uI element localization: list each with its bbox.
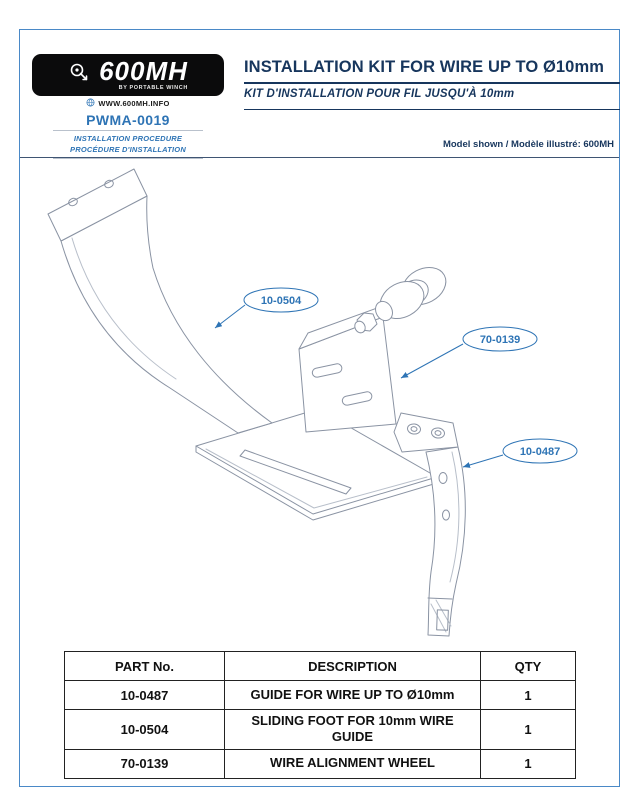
website-text: WWW.600MH.INFO: [98, 99, 170, 108]
procedure-label-fr: PROCÉDURE D'INSTALLATION: [70, 145, 186, 155]
leader-line-10-0487: [462, 454, 504, 468]
brand-block: 600MH BY PORTABLE WINCH WWW.600MH.INFO P…: [32, 54, 224, 159]
alignment-wheel-drawing: [298, 267, 447, 433]
table-row: 10-0487 GUIDE FOR WIRE UP TO Ø10mm 1: [64, 680, 576, 710]
brand-logo: 600MH BY PORTABLE WINCH: [32, 54, 224, 96]
part-labels: 10-0504 70-0139 10-0487: [214, 287, 578, 468]
brand-website: WWW.600MH.INFO: [32, 98, 224, 109]
table-cell-description: WIRE ALIGNMENT WHEEL: [224, 748, 481, 779]
globe-icon: [86, 98, 95, 109]
page-title-fr: KIT D'INSTALLATION POUR FIL JUSQU'À 10mm: [244, 88, 515, 100]
part-label-10-0487: 10-0487: [520, 446, 560, 458]
table-cell-description: GUIDE FOR WIRE UP TO Ø10mm: [224, 680, 481, 710]
table-cell-part-no: 10-0504: [64, 709, 225, 750]
table-row: 10-0504 SLIDING FOOT FOR 10mm WIRE GUIDE…: [64, 709, 576, 750]
brand-text: 600MH BY PORTABLE WINCH: [99, 58, 188, 92]
header-rule: [20, 157, 619, 158]
table-cell-qty: 1: [480, 748, 576, 779]
title-block: INSTALLATION KIT FOR WIRE UP TO Ø10mm KI…: [244, 58, 620, 110]
winch-logo-icon: [68, 61, 92, 90]
brand-tagline: BY PORTABLE WINCH: [118, 85, 188, 92]
table-cell-part-no: 70-0139: [64, 748, 225, 779]
table-cell-part-no: 10-0487: [64, 680, 225, 710]
wire-guide-arm-drawing: [393, 412, 466, 637]
procedure-label-en: INSTALLATION PROCEDURE: [73, 134, 183, 143]
parts-table: PART No. DESCRIPTION QTY 10-0487 GUIDE F…: [64, 651, 576, 779]
leader-line-10-0504: [214, 304, 246, 329]
document-code: PWMA-0019: [86, 112, 170, 128]
table-cell-qty: 1: [480, 709, 576, 750]
part-label-bubble-10-0504: [243, 287, 319, 313]
table-row: 70-0139 WIRE ALIGNMENT WHEEL 1: [64, 748, 576, 779]
table-cell-qty: 1: [480, 680, 576, 710]
title-divider: [244, 82, 620, 84]
brand-name: 600MH: [99, 56, 188, 87]
page-border: [19, 29, 620, 787]
table-cell-description: SLIDING FOOT FOR 10mm WIRE GUIDE: [224, 709, 481, 750]
procedure-label: INSTALLATION PROCEDURE PROCÉDURE D'INSTA…: [53, 130, 203, 159]
table-header-description: DESCRIPTION: [224, 651, 481, 681]
page-title-en: INSTALLATION KIT FOR WIRE UP TO Ø10mm: [244, 58, 604, 76]
title-divider-2: [244, 109, 620, 110]
model-note: Model shown / Modèle illustré: 600MH: [442, 139, 614, 150]
table-header-part-no: PART No.: [64, 651, 225, 681]
leader-line-70-0139: [400, 343, 464, 379]
part-label-70-0139: 70-0139: [480, 334, 520, 346]
part-label-10-0504: 10-0504: [261, 295, 302, 307]
exploded-view-diagram: 10-0504 70-0139 10-0487: [47, 168, 578, 637]
sliding-foot-drawing: [47, 168, 438, 521]
table-header-qty: QTY: [480, 651, 576, 681]
table-header-row: PART No. DESCRIPTION QTY: [64, 651, 576, 681]
part-label-bubble-70-0139: [462, 326, 538, 352]
part-label-bubble-10-0487: [502, 438, 578, 464]
